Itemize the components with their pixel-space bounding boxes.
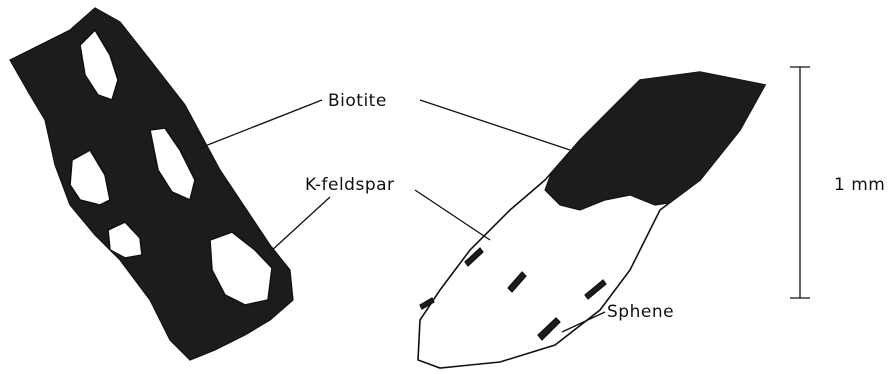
sphene-label: Sphene: [607, 302, 674, 322]
biotite-label: Biotite: [328, 91, 387, 111]
biotite-leader-right: [420, 100, 570, 150]
k-feldspar-annotation: K-feldspar: [270, 175, 490, 252]
scale-bar: 1 mm: [790, 67, 885, 298]
left-grain: [10, 8, 293, 360]
k-feldspar-leader-left: [270, 197, 330, 252]
k-feldspar-leader-right: [415, 190, 490, 240]
scale-bar-label: 1 mm: [834, 175, 885, 195]
biotite-annotation: Biotite: [200, 91, 570, 150]
biotite-leader-left: [200, 100, 322, 148]
right-grain: [418, 70, 770, 368]
left-biotite-body: [10, 8, 293, 360]
right-biotite-cap: [545, 70, 770, 210]
k-feldspar-label: K-feldspar: [305, 175, 395, 195]
